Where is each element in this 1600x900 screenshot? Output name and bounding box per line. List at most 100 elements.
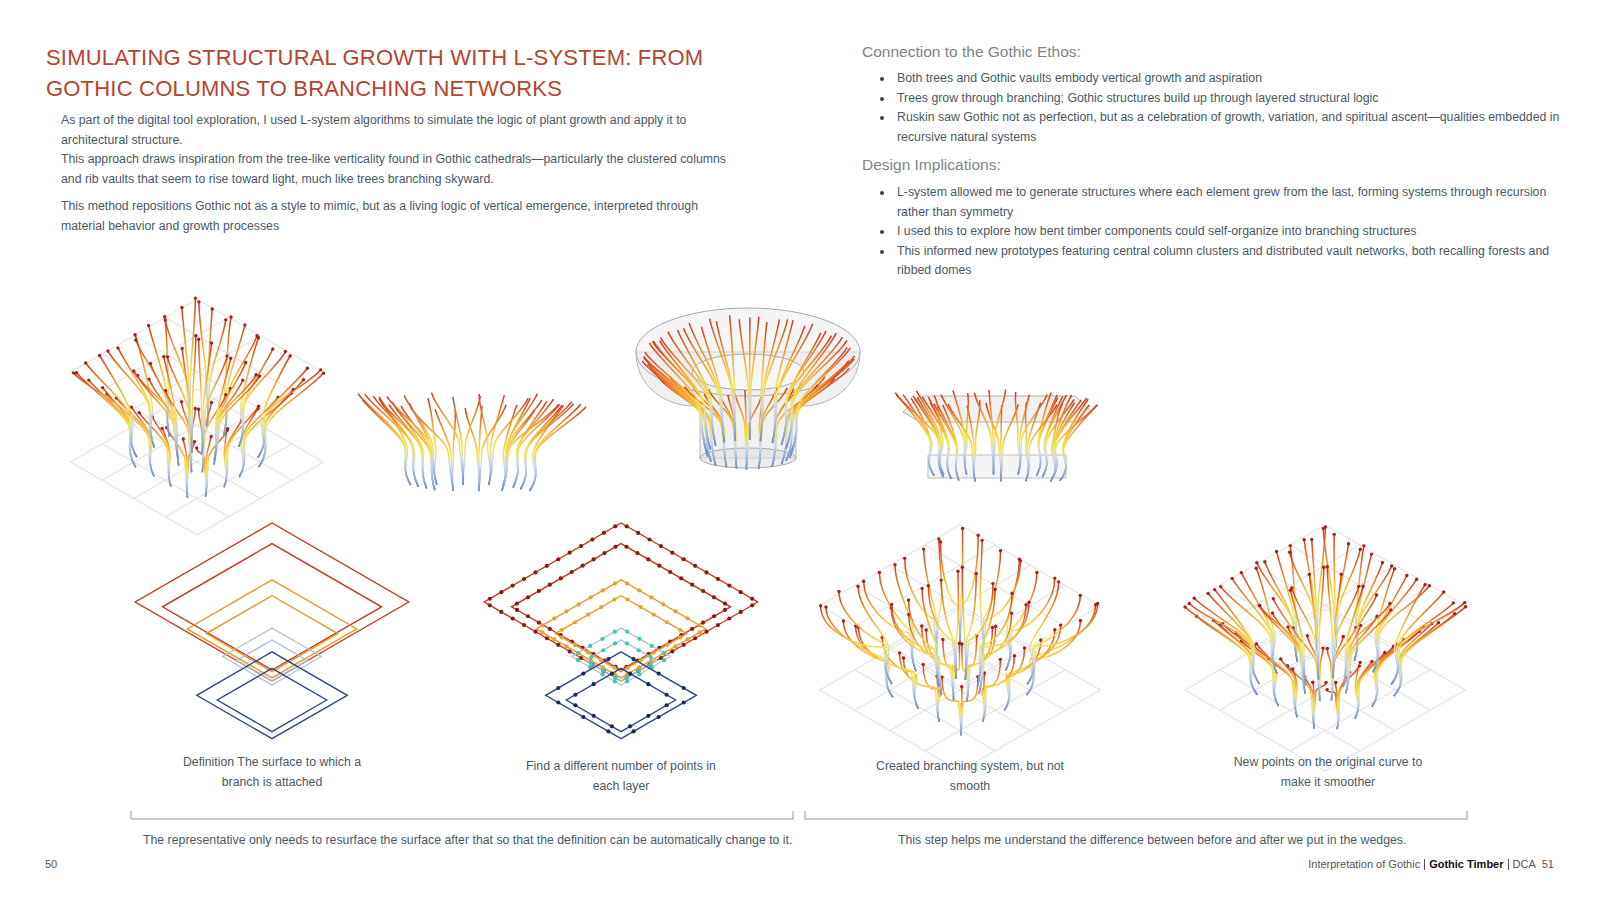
branch-tip (921, 663, 924, 666)
branch-tip (902, 656, 905, 659)
branch-tip (162, 355, 165, 358)
branch-tip (180, 306, 183, 309)
branch-tip (72, 371, 75, 374)
layer-outline (135, 523, 409, 681)
branch-tip (194, 407, 197, 410)
branch-curve (781, 331, 826, 445)
layer-point (631, 657, 635, 661)
layer-point (686, 637, 690, 641)
branch-curve (943, 640, 954, 701)
layer-point (646, 714, 650, 718)
layer-point (589, 655, 593, 659)
layer-point (625, 524, 629, 528)
branch-curve (942, 677, 961, 735)
body-paragraph: As part of the digital tool exploration,… (61, 111, 741, 150)
layer-point (649, 655, 653, 659)
layer-point (545, 564, 549, 568)
branch-tip (319, 368, 322, 371)
branch-tip (1302, 538, 1305, 541)
layer-point (613, 581, 617, 585)
branch-tip (1453, 612, 1456, 615)
branch-curve (529, 404, 580, 491)
layer-point (560, 628, 564, 632)
branch-curve (197, 448, 207, 497)
grid-line (1255, 565, 1395, 646)
layer-point (515, 602, 519, 606)
layer-point (739, 590, 743, 594)
branch-tip (1375, 593, 1378, 596)
bullet-text: I used this to explore how bent timber c… (897, 224, 1416, 238)
layer-point (573, 693, 577, 697)
branch-curve (660, 341, 711, 450)
bullet-item: Both trees and Gothic vaults embody vert… (880, 69, 1562, 89)
branch-tip (163, 315, 166, 318)
layer-point (548, 583, 552, 587)
layer-point (548, 627, 552, 631)
layer-point (511, 583, 515, 587)
branch-tip (1463, 601, 1466, 604)
layer-point (673, 609, 677, 613)
branch-tip (182, 437, 185, 440)
layer-point (662, 651, 666, 655)
branch-curve (192, 336, 196, 453)
branch-tip (939, 540, 942, 543)
layer-point (682, 643, 686, 647)
branch-tip (224, 318, 227, 321)
branch-tip (1370, 660, 1373, 663)
branch-curve (529, 405, 563, 491)
branch-tip (1057, 580, 1060, 583)
branch-curve (716, 321, 735, 441)
branch-curve (1018, 395, 1047, 475)
branch-tip (878, 571, 881, 574)
layer-point (712, 614, 716, 618)
layer-point (601, 648, 605, 652)
branch-tip (1018, 557, 1021, 560)
branch-tip (927, 584, 930, 587)
branch-tip (288, 354, 291, 357)
layer-point (649, 662, 653, 666)
layer-point (592, 557, 596, 561)
layer-point (652, 613, 656, 617)
page-number: 50 (45, 858, 57, 870)
branch-tip (284, 350, 287, 353)
branch-curve (199, 339, 203, 453)
branch-tip (84, 361, 87, 364)
layer-point (750, 603, 754, 607)
layer-point (625, 581, 629, 585)
branch-tip (999, 658, 1002, 661)
branch-tip (1342, 635, 1345, 638)
branch-curve (1001, 404, 1019, 481)
branch-curve (1343, 595, 1377, 687)
layer-point (665, 703, 669, 707)
section-heading: Connection to the Gothic Ethos: (862, 42, 1562, 62)
branch-tip (1053, 628, 1056, 631)
layer-point (613, 524, 617, 528)
branch-tip (924, 628, 927, 631)
layer-point (586, 651, 590, 655)
layer-point (613, 641, 617, 645)
branch-tip (1183, 605, 1186, 608)
branch-curve (529, 407, 586, 491)
branch-curve (1006, 578, 1055, 670)
layer-point (556, 643, 560, 647)
footer-text: DCA (1513, 858, 1536, 870)
layer-point (682, 557, 686, 561)
branch-tip (993, 588, 996, 591)
branch-tip (147, 377, 150, 380)
branch-curve (1394, 607, 1466, 696)
branch-tip (819, 604, 822, 607)
branch-tip (1289, 544, 1292, 547)
layer-point (600, 637, 604, 641)
layer-point (586, 613, 590, 617)
branch-tip (999, 549, 1002, 552)
branch-curve (365, 394, 418, 487)
branch-tip (1193, 596, 1196, 599)
branch-tip (1010, 592, 1013, 595)
branch-tip (258, 374, 261, 377)
branch-curve (904, 658, 940, 722)
branch-tip (1359, 547, 1362, 550)
branch-tip (1347, 542, 1350, 545)
branch-tip (1286, 625, 1289, 628)
branch-curve (791, 356, 855, 453)
branch-tip (1390, 564, 1393, 567)
